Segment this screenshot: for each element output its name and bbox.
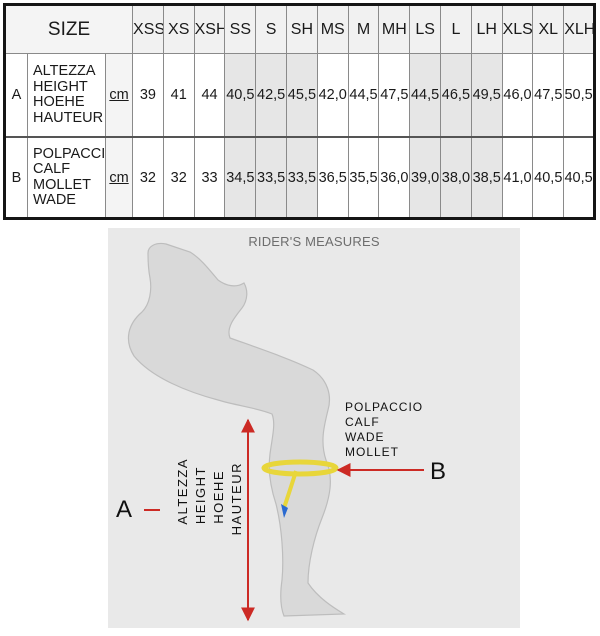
- tape-tip-icon: [281, 504, 288, 518]
- size-cell: M: [347, 4, 380, 54]
- row-label: ALTEZZA: [33, 63, 96, 79]
- size-header-label: SIZE: [3, 4, 134, 54]
- unit-label: cm: [104, 136, 134, 219]
- value-cell: 36,5: [316, 136, 349, 219]
- size-cell: L: [440, 4, 472, 54]
- height-labels: ALTEZZA HEIGHT HOEHE HAUTEUR: [175, 458, 275, 578]
- value-cell: 40,5: [532, 136, 565, 219]
- row-labels: ALTEZZA HEIGHT HOEHE HAUTEUR: [27, 53, 106, 138]
- calf-labels: POLPACCIO CALF WADE MOLLET: [345, 400, 423, 460]
- value-cell: 33,5: [255, 136, 288, 219]
- riders-measures-diagram: RIDER'S MEASURES POLPACCIO CALF WADE MOL…: [108, 228, 520, 628]
- value-cell: 39: [132, 53, 164, 138]
- value-cell: 44: [193, 53, 226, 138]
- size-cell: XLS: [501, 4, 534, 54]
- row-labels: POLPACCIO CALF MOLLET WADE: [27, 136, 106, 219]
- value-cell: 46,0: [501, 53, 534, 138]
- size-cell: XSS: [132, 4, 164, 54]
- value-cell: 40,5: [224, 53, 257, 138]
- value-cell: 46,5: [440, 53, 472, 138]
- row-label: HAUTEUR: [33, 109, 104, 126]
- value-cell: 33,5: [286, 136, 318, 219]
- size-cell: LS: [409, 4, 441, 54]
- height-label: HEIGHT: [193, 466, 208, 525]
- size-cell: XLH: [563, 4, 595, 54]
- measuring-tape-end: [282, 470, 298, 509]
- unit-label: cm: [104, 53, 134, 138]
- row-label: HOEHE: [33, 94, 85, 110]
- value-cell: 35,5: [347, 136, 380, 219]
- row-label: MOLLET: [33, 176, 92, 193]
- value-cell: 39,0: [409, 136, 441, 219]
- value-cell: 47,5: [532, 53, 565, 138]
- size-cell: MH: [378, 4, 411, 54]
- leg-silhouette: [127, 242, 347, 617]
- size-cell: S: [255, 4, 288, 54]
- table-row-height: A ALTEZZA HEIGHT HOEHE HAUTEUR cm 39 41 …: [4, 53, 595, 138]
- size-cell: XS: [162, 4, 195, 54]
- value-cell: 44,5: [347, 53, 380, 138]
- label-b: B: [430, 458, 447, 485]
- row-letter: B: [4, 136, 28, 219]
- size-chart-table: SIZE XSS XS XSH SS S SH MS M MH LS L LH …: [3, 3, 596, 220]
- calf-label: MOLLET: [345, 445, 400, 459]
- value-cell: 49,5: [470, 53, 503, 138]
- size-cell: LH: [470, 4, 503, 54]
- diagram-title: RIDER'S MEASURES: [248, 234, 380, 249]
- value-cell: 36,0: [378, 136, 411, 219]
- size-cell: SH: [286, 4, 318, 54]
- height-label: HAUTEUR: [229, 462, 244, 536]
- value-cell: 41,0: [501, 136, 534, 219]
- value-cell: 40,5: [563, 136, 595, 219]
- measuring-tape: [261, 459, 339, 477]
- calf-label: CALF: [345, 415, 380, 429]
- value-cell: 44,5: [409, 53, 441, 138]
- size-header-row: SIZE XSS XS XSH SS S SH MS M MH LS L LH …: [3, 4, 595, 54]
- value-cell: 34,5: [224, 136, 257, 219]
- height-label: ALTEZZA: [175, 458, 190, 525]
- value-cell: 47,5: [378, 53, 411, 138]
- size-cell: XL: [532, 4, 565, 54]
- value-cell: 38,0: [440, 136, 472, 219]
- row-label: WADE: [33, 192, 76, 208]
- value-cell: 45,5: [286, 53, 318, 138]
- row-label: CALF: [33, 161, 71, 177]
- size-cell: SS: [224, 4, 257, 54]
- calf-label: POLPACCIO: [345, 400, 424, 414]
- row-label: POLPACCIO: [33, 145, 106, 162]
- size-cell: XSH: [193, 4, 226, 54]
- calf-label: WADE: [345, 430, 385, 444]
- value-cell: 32: [132, 136, 164, 219]
- table-row-calf: B POLPACCIO CALF MOLLET WADE cm 32 32 33…: [4, 136, 595, 219]
- value-cell: 32: [162, 136, 195, 219]
- row-letter: A: [4, 53, 28, 138]
- leg-illustration: [127, 242, 424, 622]
- label-a: A: [116, 496, 133, 523]
- row-label: HEIGHT: [33, 78, 88, 95]
- value-cell: 42,0: [316, 53, 349, 138]
- value-cell: 42,5: [255, 53, 288, 138]
- size-cell: MS: [316, 4, 349, 54]
- value-cell: 41: [162, 53, 195, 138]
- height-label: HOEHE: [211, 470, 226, 524]
- value-cell: 38,5: [470, 136, 503, 219]
- value-cell: 50,5: [563, 53, 595, 138]
- value-cell: 33: [193, 136, 226, 219]
